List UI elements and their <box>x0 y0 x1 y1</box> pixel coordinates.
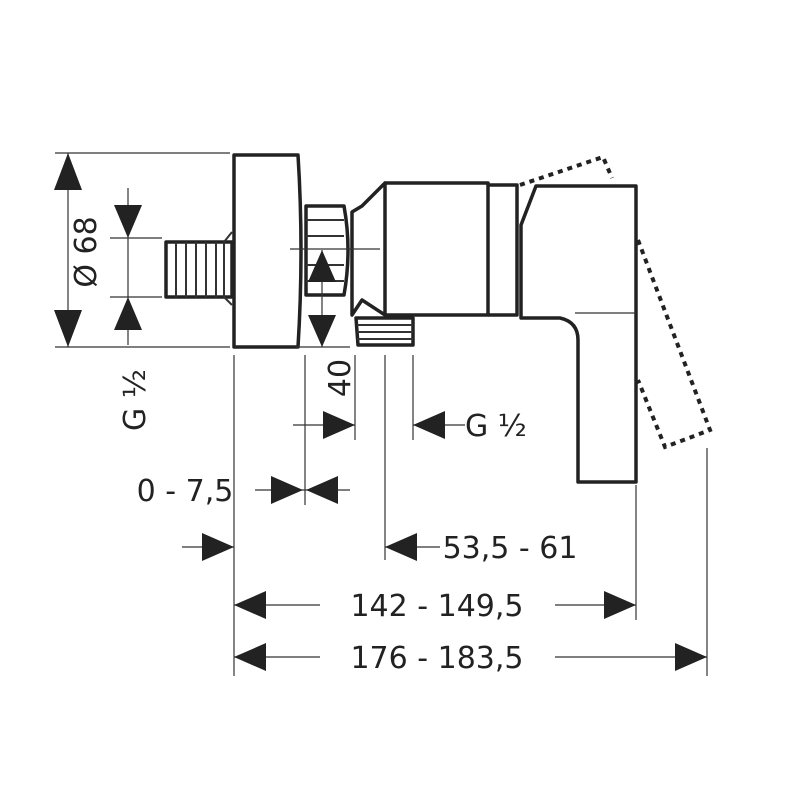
lever-rotated-dotted <box>519 154 713 450</box>
inlet-thread-label: G ½ <box>118 369 153 431</box>
product-outline <box>164 153 713 484</box>
outlet-thread-label: G ½ <box>465 409 527 444</box>
connection-nut <box>304 204 350 297</box>
total-depth-lever-label: 142 - 149,5 <box>350 589 523 624</box>
extension-lines <box>55 152 708 676</box>
total-depth-rotated-label: 176 - 183,5 <box>350 641 523 676</box>
valve-ring <box>488 183 519 317</box>
diameter-label: Ø 68 <box>69 216 104 287</box>
valve-body <box>385 181 490 317</box>
wall-flange <box>232 153 303 349</box>
depth-label: 40 <box>323 359 358 397</box>
outlet-thread <box>354 316 415 347</box>
wall-offset-label: 0 - 7,5 <box>137 474 234 509</box>
outlet-to-lever-label: 53,5 - 61 <box>443 531 578 566</box>
dimension-arrows <box>54 153 707 671</box>
inlet-thread-lines <box>175 242 225 297</box>
inlet-thread-stub <box>164 240 234 299</box>
lever <box>519 184 638 484</box>
